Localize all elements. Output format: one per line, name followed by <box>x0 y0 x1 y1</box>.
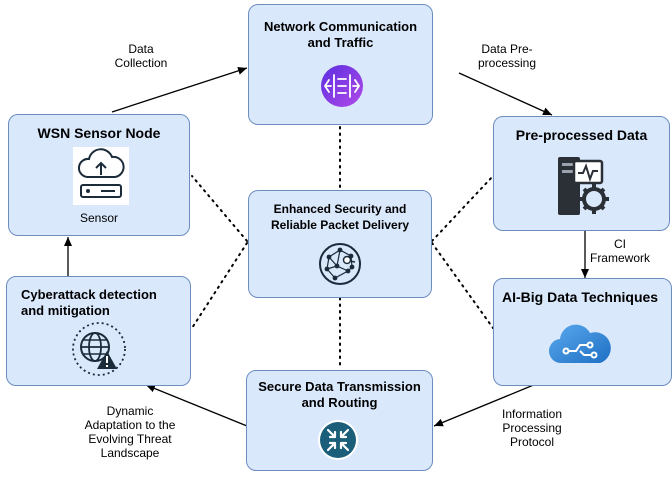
node-wsn-sensor: WSN Sensor Node Sensor <box>8 114 190 236</box>
node-preprocessed-data: Pre-processed Data <box>493 116 670 231</box>
arrow-dynamic-adaptation <box>145 384 248 427</box>
router-arrows-icon <box>317 419 359 466</box>
label-ci-framework: CI Framework <box>589 237 650 265</box>
node-title: Cyberattack detection and mitigation <box>21 287 157 318</box>
dotted-center-preprocessed <box>431 175 494 242</box>
globe-warning-icon <box>71 321 127 384</box>
security-network-icon <box>317 241 363 292</box>
cloud-upload-device-icon <box>73 147 129 210</box>
label-data-collection: Data Collection <box>114 42 168 70</box>
node-title: Enhanced Security and Reliable Packet De… <box>270 202 410 232</box>
dotted-center-wsn <box>191 175 248 242</box>
network-switch-icon <box>319 63 365 114</box>
node-title: Secure Data Transmission and Routing <box>258 379 421 410</box>
dotted-center-aibig <box>431 242 494 329</box>
node-title: Network Communication and Traffic <box>263 19 418 50</box>
label-data-preprocessing: Data Pre- processing <box>477 42 537 70</box>
dotted-center-cyber <box>191 242 248 329</box>
arrow-data-collection <box>111 66 248 113</box>
arrow-info-protocol <box>433 383 537 427</box>
node-title: AI-Big Data Techniques <box>502 289 659 305</box>
label-info-protocol: Information Processing Protocol <box>501 407 563 449</box>
cloud-circuit-icon <box>548 321 612 372</box>
node-title: Pre-processed Data <box>515 127 648 143</box>
node-cyberattack-detection: Cyberattack detection and mitigation <box>6 276 191 386</box>
label-dynamic-adaptation: Dynamic Adaptation to the Evolving Threa… <box>84 404 176 460</box>
server-gear-icon <box>554 153 612 224</box>
node-network-communication: Network Communication and Traffic <box>248 4 433 125</box>
node-subtitle: Sensor <box>79 211 119 225</box>
node-enhanced-security: Enhanced Security and Reliable Packet De… <box>248 190 432 298</box>
arrow-data-preprocessing <box>458 72 553 116</box>
node-title: WSN Sensor Node <box>37 125 161 141</box>
node-ai-big-data: AI-Big Data Techniques <box>493 278 672 386</box>
node-secure-transmission: Secure Data Transmission and Routing <box>246 370 433 471</box>
